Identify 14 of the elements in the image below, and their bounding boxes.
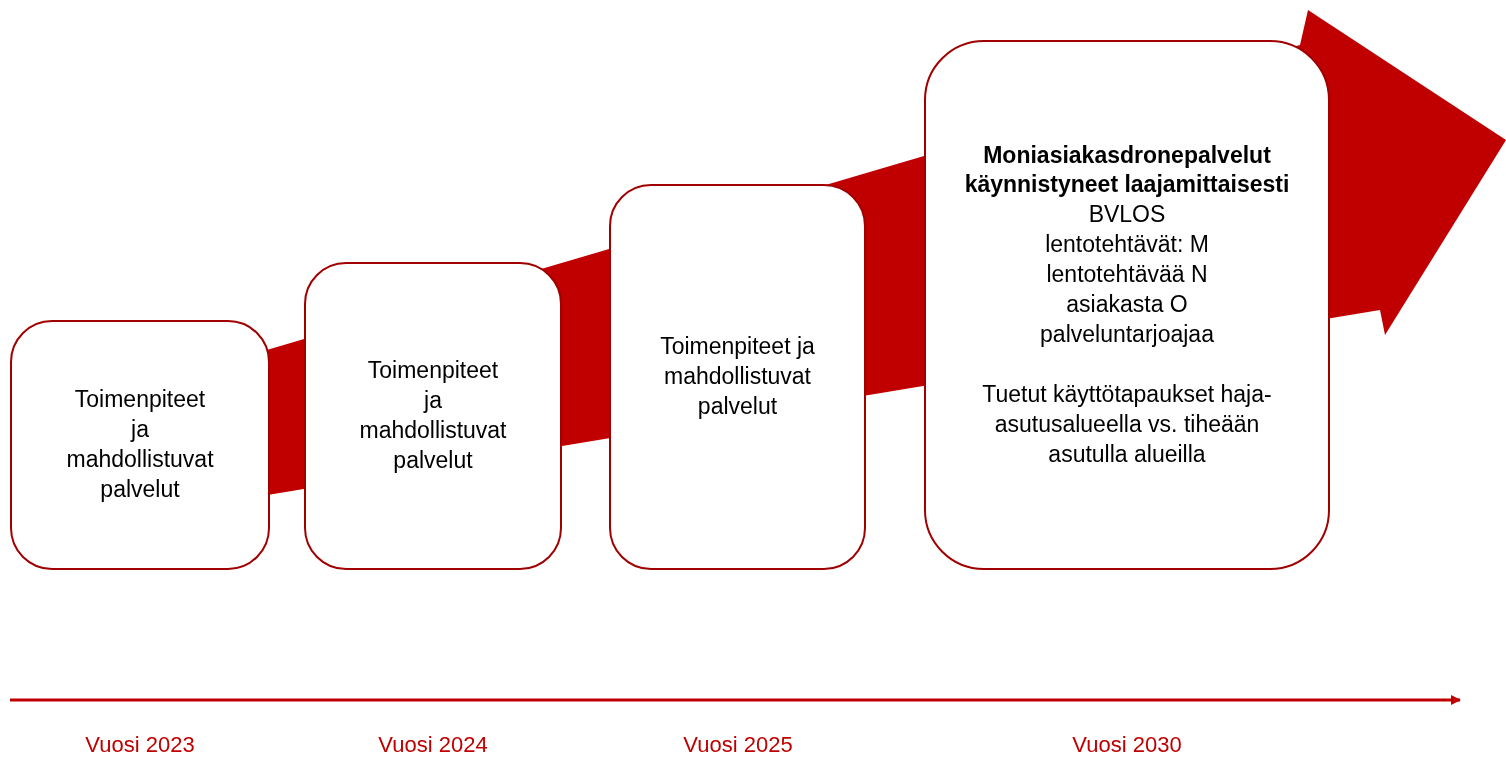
box-text: Toimenpiteet ja mahdollistuvat palvelut <box>659 332 816 421</box>
year-label: Vuosi 2024 <box>378 732 488 758</box>
rounded-box <box>609 184 866 570</box>
box-text: Toimenpiteet ja mahdollistuvat palvelut <box>66 385 214 504</box>
rounded-box <box>924 40 1330 570</box>
box-heading: Moniasiakasdronepalvelut käynnistyneet laajamittaisesti <box>963 140 1291 200</box>
box-text: BVLOS lentotehtävät: M lentotehtävää N asiakasta O palveluntarjoajaa <box>1039 200 1215 349</box>
box-text: Toimenpiteet ja mahdollistuvat palvelut <box>358 356 508 475</box>
box-text: Tuetut käyttötapaukset haja-asutusalueella vs. tiheään asutulla alueilla <box>981 379 1273 469</box>
year-label: Vuosi 2030 <box>1072 732 1182 758</box>
year-label: Vuosi 2025 <box>683 732 793 758</box>
rounded-box <box>10 320 270 570</box>
year-label: Vuosi 2023 <box>85 732 195 758</box>
rounded-box <box>304 262 562 570</box>
